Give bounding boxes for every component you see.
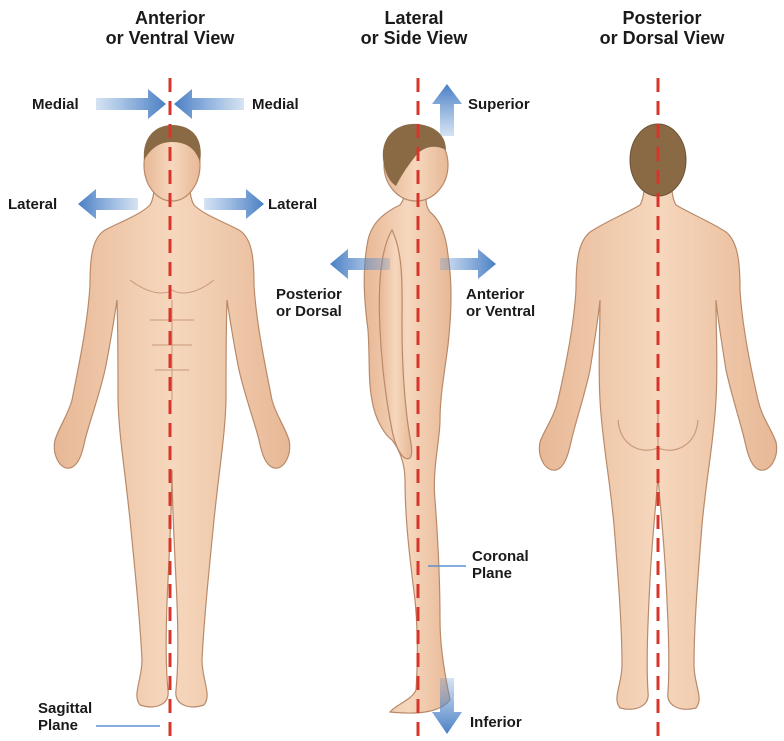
inferior-label: Inferior [470,714,522,731]
anterior-view-title-line2: or Ventral View [80,28,260,48]
coronal-plane-label-line2: Plane [472,565,529,582]
sagittal-plane-label-line2: Plane [38,717,92,734]
medial-label-right: Medial [252,96,299,113]
lateral-label-right: Lateral [268,196,317,213]
sagittal-plane-label: Sagittal Plane [38,700,92,734]
lateral-view-title: Lateral or Side View [334,8,494,48]
posterior-figure [539,124,776,709]
sagittal-plane-label-line1: Sagittal [38,700,92,717]
posterior-dorsal-label-line1: Posterior [276,286,342,303]
lateral-view-title-line1: Lateral [334,8,494,28]
coronal-plane-label-line1: Coronal [472,548,529,565]
posterior-dorsal-label-line2: or Dorsal [276,303,342,320]
medial-label-left: Medial [32,96,79,113]
anterior-ventral-label-line1: Anterior [466,286,535,303]
posterior-view-title-line2: or Dorsal View [572,28,752,48]
posterior-view-title-line1: Posterior [572,8,752,28]
lateral-figure [364,124,451,713]
anterior-ventral-label: Anterior or Ventral [466,286,535,320]
lateral-label-left: Lateral [8,196,57,213]
arrow-left-icon [174,89,244,119]
posterior-view-title: Posterior or Dorsal View [572,8,752,48]
anterior-body [54,185,289,707]
arrow-up-icon [432,84,462,136]
arrow-right-icon [96,89,166,119]
anterior-view-title: Anterior or Ventral View [80,8,260,48]
anterior-ventral-label-line2: or Ventral [466,303,535,320]
superior-label: Superior [468,96,530,113]
posterior-dorsal-label: Posterior or Dorsal [276,286,342,320]
anterior-view-title-line1: Anterior [80,8,260,28]
arrow-right-icon [204,189,264,219]
coronal-plane-label: Coronal Plane [472,548,529,582]
lateral-view-title-line2: or Side View [334,28,494,48]
arrow-left-icon [78,189,138,219]
